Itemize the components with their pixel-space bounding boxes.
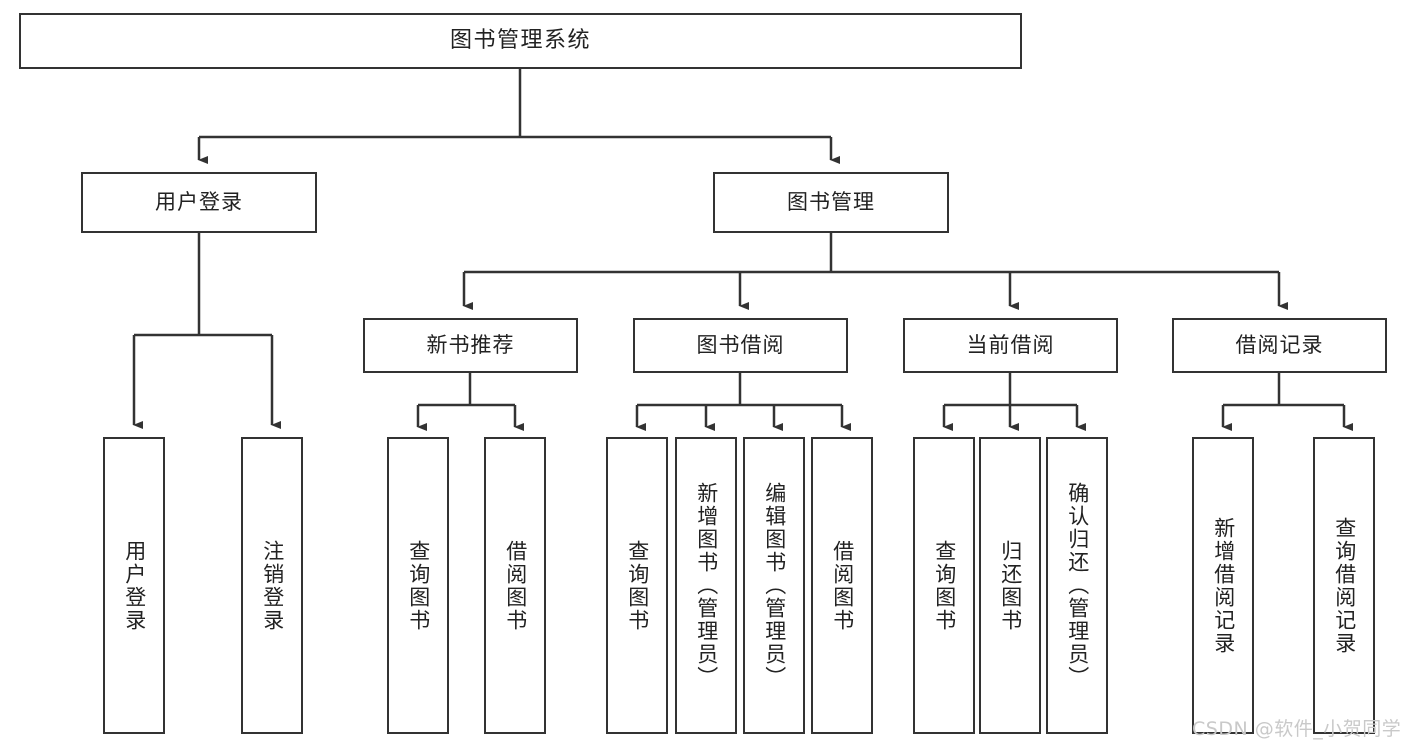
node-leaf-add-book[interactable]: 新增图书（管理员） bbox=[675, 437, 737, 734]
node-leaf-query-record[interactable]: 查询借阅记录 bbox=[1313, 437, 1375, 734]
node-leaf-add-record[interactable]: 新增借阅记录 bbox=[1192, 437, 1254, 734]
node-borrow-record[interactable]: 借阅记录 bbox=[1172, 318, 1387, 373]
node-user-login[interactable]: 用户登录 bbox=[81, 172, 317, 233]
node-leaf-confirm-return[interactable]: 确认归还（管理员） bbox=[1046, 437, 1108, 734]
node-leaf-query-book-1[interactable]: 查询图书 bbox=[387, 437, 449, 734]
node-leaf-query-book-3[interactable]: 查询图书 bbox=[913, 437, 975, 734]
node-leaf-query-book-2[interactable]: 查询图书 bbox=[606, 437, 668, 734]
node-book-borrow[interactable]: 图书借阅 bbox=[633, 318, 848, 373]
node-leaf-edit-book[interactable]: 编辑图书（管理员） bbox=[743, 437, 805, 734]
node-leaf-borrow-book-1[interactable]: 借阅图书 bbox=[484, 437, 546, 734]
node-leaf-borrow-book-2[interactable]: 借阅图书 bbox=[811, 437, 873, 734]
watermark: CSDN @软件_小贺同学 bbox=[1192, 718, 1402, 740]
node-current-borrow[interactable]: 当前借阅 bbox=[903, 318, 1118, 373]
node-new-book-recommend[interactable]: 新书推荐 bbox=[363, 318, 578, 373]
node-book-manage[interactable]: 图书管理 bbox=[713, 172, 949, 233]
node-leaf-user-login[interactable]: 用户登录 bbox=[103, 437, 165, 734]
node-leaf-return-book[interactable]: 归还图书 bbox=[979, 437, 1041, 734]
node-root[interactable]: 图书管理系统 bbox=[19, 13, 1022, 69]
node-leaf-user-logout[interactable]: 注销登录 bbox=[241, 437, 303, 734]
